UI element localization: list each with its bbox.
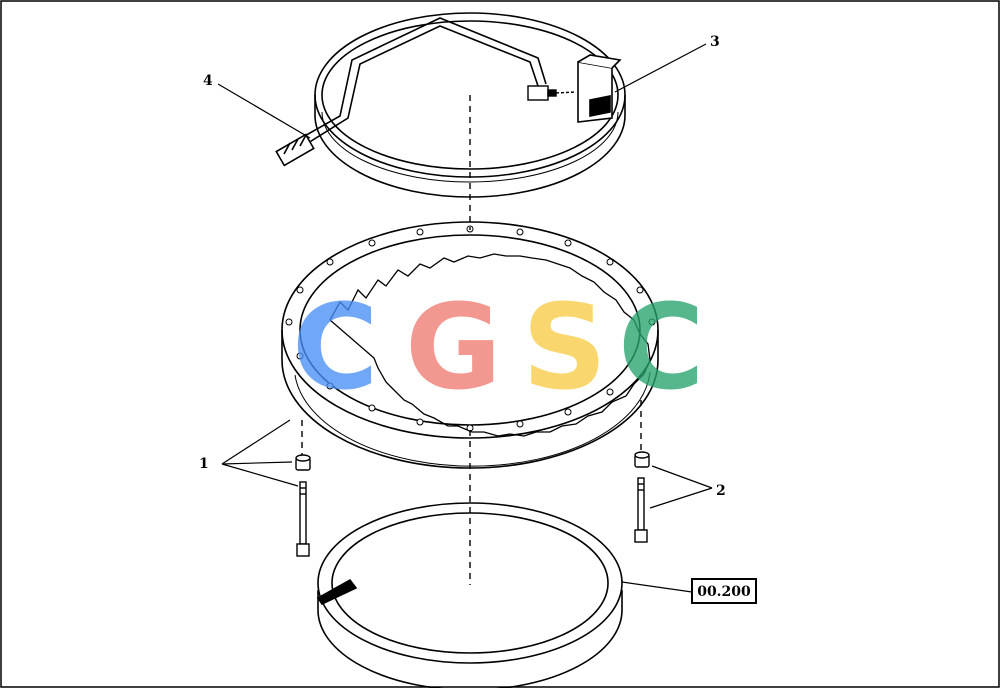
watermark-letter-s: S: [522, 278, 607, 416]
watermark-letter-c1: C: [292, 278, 379, 416]
callout-3: 3: [710, 34, 720, 50]
reference-box: 00.200: [691, 578, 757, 604]
grease-fitting: [527, 85, 577, 101]
bracket: [577, 54, 622, 123]
bolt: [634, 477, 648, 543]
washer: [634, 451, 650, 468]
reference-box-label: 00.200: [697, 584, 751, 600]
callout-2: 2: [716, 483, 726, 499]
watermark-letter-g: G: [405, 278, 502, 416]
washer: [295, 454, 311, 471]
lubrication-pipe: [275, 17, 547, 167]
callout-4: 4: [203, 73, 213, 89]
lower-seal-ring: [316, 502, 623, 688]
callout-1: 1: [199, 456, 209, 472]
bolt-holes: [285, 225, 656, 432]
bolt: [296, 481, 310, 557]
watermark: C G S C: [292, 278, 705, 416]
watermark-letter-c2: C: [618, 278, 705, 416]
center-axis: [301, 95, 642, 585]
leader-lines: [217, 43, 713, 593]
